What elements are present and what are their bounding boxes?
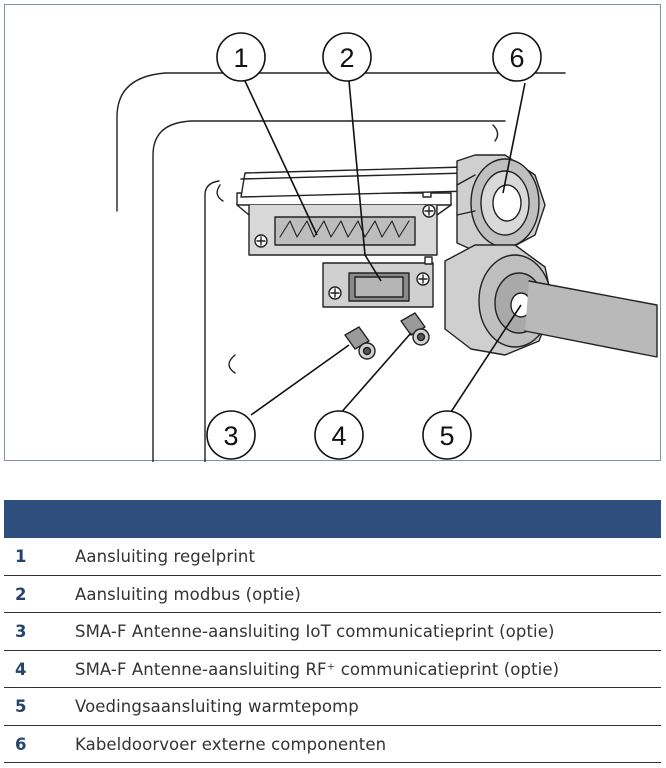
legend-row: 3 SMA-F Antenne-aansluiting IoT communic… bbox=[4, 613, 661, 651]
legend-number: 1 bbox=[15, 547, 27, 566]
callout-6-circle bbox=[492, 32, 542, 82]
legend-row: 6 Kabeldoorvoer externe componenten bbox=[4, 726, 661, 763]
connection-diagram: 1 2 3 4 5 6 bbox=[116, 32, 658, 462]
callout-3-circle bbox=[206, 410, 256, 460]
legend-header-bar bbox=[4, 500, 661, 538]
legend-description: SMA-F Antenne-aansluiting IoT communicat… bbox=[75, 622, 555, 641]
callout-5-circle bbox=[422, 410, 472, 460]
callout-2-circle bbox=[322, 32, 372, 82]
housing-outline bbox=[116, 72, 566, 212]
callout-4-label: 4 bbox=[331, 421, 346, 451]
callout-1-circle bbox=[216, 32, 266, 82]
callout-1-label: 1 bbox=[233, 43, 248, 73]
antenna-connector-rf bbox=[400, 312, 430, 346]
cable-gland-power bbox=[444, 244, 658, 358]
legend-number: 3 bbox=[15, 622, 27, 641]
legend-description: Kabeldoorvoer externe componenten bbox=[75, 734, 387, 754]
legend-row: 4 SMA-F Antenne-aansluiting RF⁺ communic… bbox=[4, 651, 661, 688]
callout-5-label: 5 bbox=[439, 421, 454, 451]
legend-number: 2 bbox=[15, 584, 27, 604]
callout-2-label: 2 bbox=[339, 43, 354, 73]
callout-6-label: 6 bbox=[509, 43, 524, 73]
legend-number: 5 bbox=[15, 697, 27, 716]
figure-frame: 1 2 3 4 5 6 bbox=[4, 4, 661, 462]
legend-description: SMA-F Antenne-aansluiting RF⁺ communicat… bbox=[75, 659, 560, 679]
callout-3-label: 3 bbox=[223, 421, 238, 451]
callout-4-circle bbox=[314, 410, 364, 460]
legend-description: Voedingsaansluiting warmtepomp bbox=[75, 697, 359, 716]
legend-description: Aansluiting modbus (optie) bbox=[75, 584, 301, 604]
legend-row: 5 Voedingsaansluiting warmtepomp bbox=[4, 688, 661, 726]
legend-row: 2 Aansluiting modbus (optie) bbox=[4, 576, 661, 613]
legend-table: 1 Aansluiting regelprint 2 Aansluiting m… bbox=[4, 538, 661, 763]
cable-gland-external bbox=[456, 154, 546, 252]
control-board-connector bbox=[236, 166, 472, 256]
antenna-connector-iot bbox=[344, 326, 376, 360]
legend-number: 4 bbox=[15, 659, 27, 679]
legend-number: 6 bbox=[15, 734, 27, 754]
modbus-connector bbox=[322, 256, 434, 308]
legend-description: Aansluiting regelprint bbox=[75, 547, 256, 566]
legend-row: 1 Aansluiting regelprint bbox=[4, 538, 661, 576]
